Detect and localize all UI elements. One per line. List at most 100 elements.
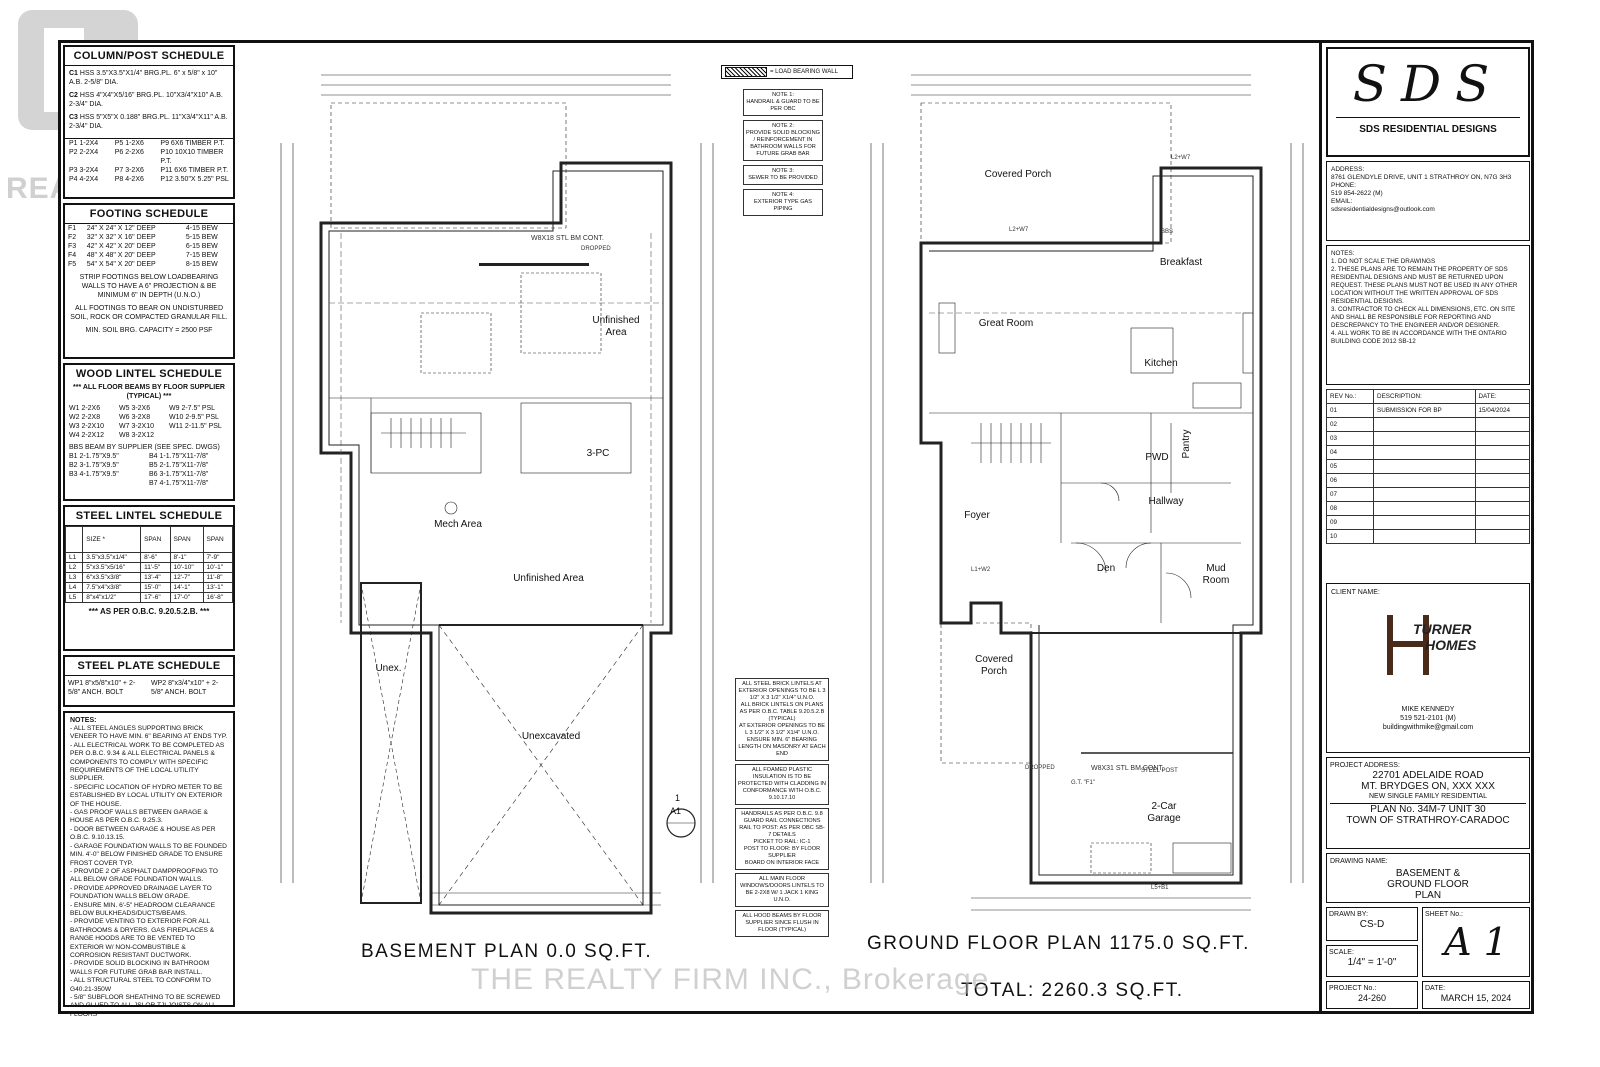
ground-floor-plan-drawing (870, 74, 1304, 911)
stair-treads (381, 418, 466, 448)
sds-logo-text: SDS (1352, 55, 1504, 113)
table-row: 07 (1325, 487, 1530, 502)
footing-note: MIN. SOIL BRG. CAPACITY = 2500 PSF (85, 327, 213, 334)
room-label: Mud Room (1202, 563, 1230, 586)
date-block: DATE: MARCH 15, 2024 (1422, 981, 1530, 1009)
client-contact: MIKE KENNEDY (1401, 706, 1455, 713)
steel-plate-schedule: STEEL PLATE SCHEDULE WP1 8"x5/8"x10" + 2… (63, 655, 235, 707)
column-schedule-title: COLUMN/POST SCHEDULE (65, 47, 233, 66)
ground-plan-title: GROUND FLOOR PLAN 1175.0 SQ.FT. (867, 933, 1250, 954)
table-row: 10 (1325, 529, 1530, 544)
client-block: CLIENT NAME: TURNER HOMES MIKE KENNEDY 5… (1326, 583, 1530, 753)
sds-logo: SDS SDS RESIDENTIAL DESIGNS (1326, 47, 1530, 157)
wood-lintel-subtitle: *** ALL FLOOR BEAMS BY FLOOR SUPPLIER (T… (73, 384, 225, 400)
middle-blocks: ALL STEEL BRICK LINTELS AT EXTERIOR OPEN… (735, 678, 829, 937)
footing-note: STRIP FOOTINGS BELOW LOADBEARING WALLS T… (79, 274, 219, 299)
basement-dropped-label: DROPPED (581, 246, 611, 252)
ground-label: G.T. "F1" (1071, 780, 1095, 786)
hatch-swatch (725, 67, 767, 77)
project-address-block: PROJECT ADDRESS: 22701 ADELAIDE ROAD MT.… (1326, 757, 1530, 849)
turner-homes-logo: TURNER HOMES (1331, 605, 1525, 685)
ground-label: DROPPED (1025, 765, 1055, 771)
table-row: 04 (1325, 445, 1530, 460)
footing-schedule-title: FOOTING SCHEDULE (65, 205, 233, 224)
ground-label: L1+W2 (971, 567, 991, 573)
steel-lintel-footer: *** AS PER O.B.C. 9.20.5.2.B. *** (88, 607, 210, 616)
room-label: Hallway (1148, 496, 1184, 507)
room-label: Foyer (964, 510, 990, 521)
client-phone: 519 521-2101 (M) (1400, 715, 1456, 722)
table-row: 09 (1325, 515, 1530, 530)
room-label: Unfinished Area (592, 315, 640, 338)
room-label: Unex. (375, 663, 402, 674)
basement-plan-title: BASEMENT PLAN 0.0 SQ.FT. (361, 941, 653, 962)
table-row: 03 (1325, 431, 1530, 446)
client-email: buildingwithmike@gmail.com (1382, 724, 1474, 731)
load-bearing-legend: = LOAD BEARING WALL (721, 65, 853, 79)
room-label: Covered Porch (975, 654, 1013, 677)
client-logo-bottom: HOMES (1425, 637, 1477, 653)
client-logo-top: TURNER (1413, 621, 1472, 637)
ground-label: STEEL POST (1141, 768, 1178, 774)
column-row: C1 HSS 3.5"X3.5"X1/4" BRG.PL. 6" x 5/8" … (69, 70, 218, 86)
footing-note: ALL FOOTINGS TO BEAR ON UNDISTURBED SOIL… (70, 305, 228, 321)
client-label: CLIENT NAME: (1331, 589, 1380, 596)
room-label: Breakfast (1159, 257, 1203, 268)
scale-block: SCALE: 1/4" = 1'-0" (1326, 945, 1418, 977)
table-row: 08 (1325, 501, 1530, 516)
column-row: C2 HSS 4"X4"X5/16" BRG.PL. 10"X3/4"X10" … (69, 92, 223, 108)
ground-label: L2+W7 (1171, 155, 1191, 161)
room-label: Pantry (1181, 429, 1192, 459)
beam-grid: B1 2-1.75"X9.5"B4 1-1.75"X11-7/8" B2 3-1… (69, 453, 209, 487)
room-label: Great Room (978, 318, 1034, 329)
sheet-number-block: SHEET No.: A 1 (1422, 907, 1530, 977)
basement-beam-label: W8X18 STL BM CONT. (531, 235, 604, 242)
drawing-name-block: DRAWING NAME: BASEMENT & GROUND FLOOR PL… (1326, 853, 1530, 903)
wood-lintel-schedule: WOOD LINTEL SCHEDULE *** ALL FLOOR BEAMS… (63, 363, 235, 501)
total-area: TOTAL: 2260.3 SQ.FT. (961, 980, 1184, 1001)
ground-beam-label: W8X31 STL BM CONT. (1091, 765, 1164, 772)
notes-list: - ALL STEEL ANGLES SUPPORTING BRICK VENE… (70, 725, 228, 1018)
steel-plate-title: STEEL PLATE SCHEDULE (65, 657, 233, 676)
basement-plan-drawing (280, 74, 714, 915)
wood-lintel-title: WOOD LINTEL SCHEDULE (75, 368, 223, 380)
room-label: Den (1096, 563, 1116, 574)
ground-label: BBS (1161, 229, 1174, 235)
detail-callout-number: 1 (675, 793, 681, 803)
room-label: PWD (1145, 452, 1169, 463)
ground-label: L2+W7 (1009, 227, 1029, 233)
notes-title: NOTES: (70, 717, 97, 724)
stair-treads (971, 423, 1051, 463)
column-schedule: COLUMN/POST SCHEDULE C1 HSS 3.5"X3.5"X1/… (63, 45, 235, 199)
steel-lintel-title: STEEL LINTEL SCHEDULE (65, 507, 233, 526)
ground-label: L5+B1 (1151, 885, 1169, 891)
table-row: 02 (1325, 417, 1530, 432)
column-schedule-rows: C1 HSS 3.5"X3.5"X1/4" BRG.PL. 6" x 5/8" … (65, 66, 233, 138)
title-block: SDS SDS RESIDENTIAL DESIGNS ADDRESS:8761… (1319, 43, 1534, 1011)
drawn-by-block: DRAWN BY: CS-D (1326, 907, 1418, 941)
room-label: 3-PC (586, 448, 610, 459)
table-row: 06 (1325, 473, 1530, 488)
drawing-sheet: COLUMN/POST SCHEDULE C1 HSS 3.5"X3.5"X1/… (58, 40, 1534, 1018)
project-number-block: PROJECT No.: 24-260 (1326, 981, 1418, 1009)
bbs-note: BBS BEAM BY SUPPLIER (SEE SPEC. DWGS) (69, 444, 220, 451)
room-label: Covered Porch (984, 169, 1052, 180)
